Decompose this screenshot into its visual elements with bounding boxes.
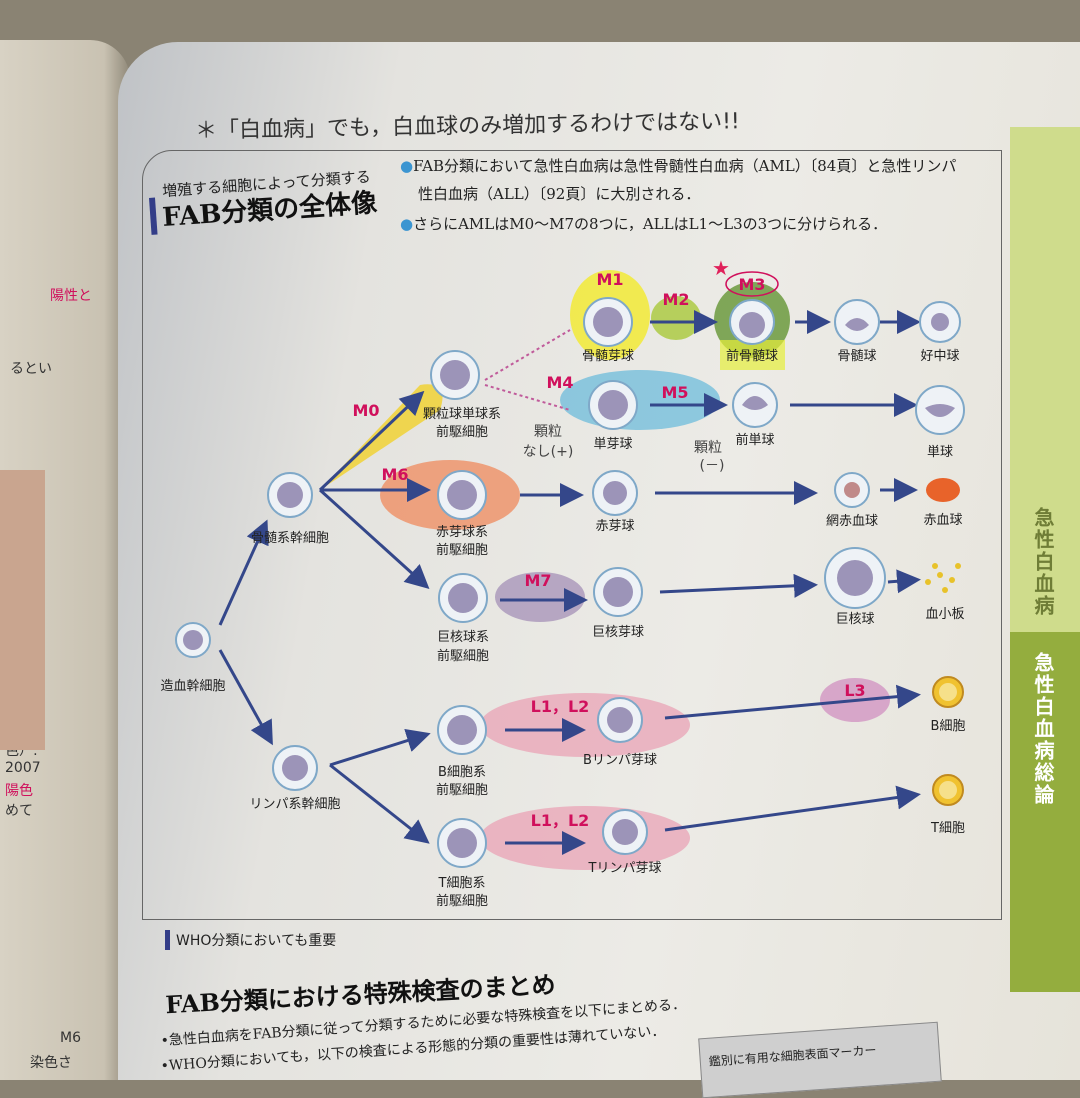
bullet: ●FAB分類において急性白血病は急性骨髄性白血病（AML）〔84頁〕と急性リンパ xyxy=(400,157,957,175)
svg-text:前駆細胞: 前駆細胞 xyxy=(437,648,489,664)
subtype-m2: M2 xyxy=(662,290,689,309)
left-fragment: 染色さ xyxy=(30,1055,72,1071)
left-fragment: 2007 xyxy=(5,760,41,776)
label-hsc: 造血幹細胞 xyxy=(160,678,225,694)
label-rbc: 赤血球 xyxy=(923,513,962,528)
subtype-m5: M5 xyxy=(661,383,688,402)
svg-text:(－): (－) xyxy=(700,458,725,474)
label-t-prog: T細胞系 xyxy=(438,876,486,891)
subtype-m3: M3 xyxy=(738,275,765,294)
label-reticulocyte: 網赤血球 xyxy=(826,514,878,529)
m2-region xyxy=(651,296,701,340)
label-promonocyte: 前単球 xyxy=(735,432,774,448)
label-t-lymphoblast: Tリンパ芽球 xyxy=(588,861,662,876)
subtype-m1: M1 xyxy=(596,270,623,289)
label-t-cell: T細胞 xyxy=(930,821,965,836)
section2-subtitle: WHO分類においても重要 xyxy=(165,930,336,950)
svg-text:前駆細胞: 前駆細胞 xyxy=(436,893,488,909)
label-platelet: 血小板 xyxy=(925,607,964,622)
svg-text:前駆細胞: 前駆細胞 xyxy=(436,542,488,558)
svg-text:顆粒: 顆粒 xyxy=(694,440,722,456)
subtype-m0: M0 xyxy=(352,401,379,420)
left-fragment: 陽性と xyxy=(50,288,92,304)
label-myeloid-stem: 骨髄系幹細胞 xyxy=(251,530,329,546)
side-tab-acute-leukemia: 急性白血病 xyxy=(1010,127,1080,632)
label-neutrophil: 好中球 xyxy=(920,349,959,364)
svg-text:前駆細胞: 前駆細胞 xyxy=(436,782,488,798)
label-b-prog: B細胞系 xyxy=(438,765,486,780)
subtype-l1-l2-t: L1，L2 xyxy=(531,811,590,830)
left-photo xyxy=(0,470,45,750)
subtype-l3: L3 xyxy=(844,681,865,700)
side-tab-overview: 急性白血病総論 xyxy=(1010,632,1080,992)
platelet-shapes xyxy=(925,563,961,593)
label-gm-prog: 顆粒球単球系 xyxy=(423,406,501,422)
label-b-cell: B細胞 xyxy=(931,719,966,734)
left-fragment: るとい xyxy=(10,361,52,377)
subtype-m4: M4 xyxy=(546,373,573,392)
label-b-lymphoblast: Bリンパ芽球 xyxy=(583,753,657,768)
label-lymphoid-stem: リンパ系幹細胞 xyxy=(249,796,340,812)
label-monocyte: 単球 xyxy=(927,444,953,460)
label-monoblast: 単芽球 xyxy=(593,436,632,452)
subtype-m6: M6 xyxy=(381,465,408,484)
bullet: ●さらにAMLはM0～M7の8つに，ALLはL1～L3の3つに分けられる． xyxy=(400,215,888,233)
label-myelocyte: 骨髄球 xyxy=(837,349,876,364)
star-icon: ★ xyxy=(712,256,730,280)
book-page: 急性白血病 急性白血病総論 xyxy=(118,42,1080,1080)
label-promyelocyte: 前骨髄球 xyxy=(726,348,778,364)
svg-text:なし(+): なし(+) xyxy=(523,444,574,460)
side-tab-label: 急性白血病総論 xyxy=(1031,652,1055,806)
left-fragment: 陽色 xyxy=(5,783,33,799)
side-tab-label: 急性白血病 xyxy=(1031,507,1055,617)
label-erythroblast: 赤芽球 xyxy=(595,519,634,534)
label-megakaryocyte: 巨核球 xyxy=(835,612,874,627)
rbc-shape xyxy=(926,478,960,502)
label-myeloblast: 骨髄芽球 xyxy=(582,349,634,364)
m7-region xyxy=(495,572,585,622)
subtype-m7: M7 xyxy=(524,571,551,590)
left-fragment: めて xyxy=(5,803,33,819)
subtype-labels: M0 M6 M1 M2 M3 M4 M5 M7 L1，L2 L1，L2 L3 xyxy=(352,270,865,830)
left-page: 陽性と るとい 純ニ 色）: 2007 陽色 めて M6 染色さ xyxy=(0,40,130,1080)
m4-m5-region xyxy=(560,370,720,430)
svg-text:前駆細胞: 前駆細胞 xyxy=(436,424,488,440)
svg-text:顆粒: 顆粒 xyxy=(534,424,562,440)
label-mk-prog: 巨核球系 xyxy=(437,630,489,645)
arrows xyxy=(218,310,921,855)
label-megakaryoblast: 巨核芽球 xyxy=(592,625,644,640)
bullet-cont: 性白血病（ALL）〔92頁〕に大別される． xyxy=(418,185,701,203)
branch-hand-arrows xyxy=(484,329,571,411)
cells xyxy=(175,297,965,868)
subtype-l1-l2-b: L1，L2 xyxy=(531,697,590,716)
left-fragment: M6 xyxy=(60,1030,81,1046)
label-e-prog: 赤芽球系 xyxy=(436,525,488,540)
